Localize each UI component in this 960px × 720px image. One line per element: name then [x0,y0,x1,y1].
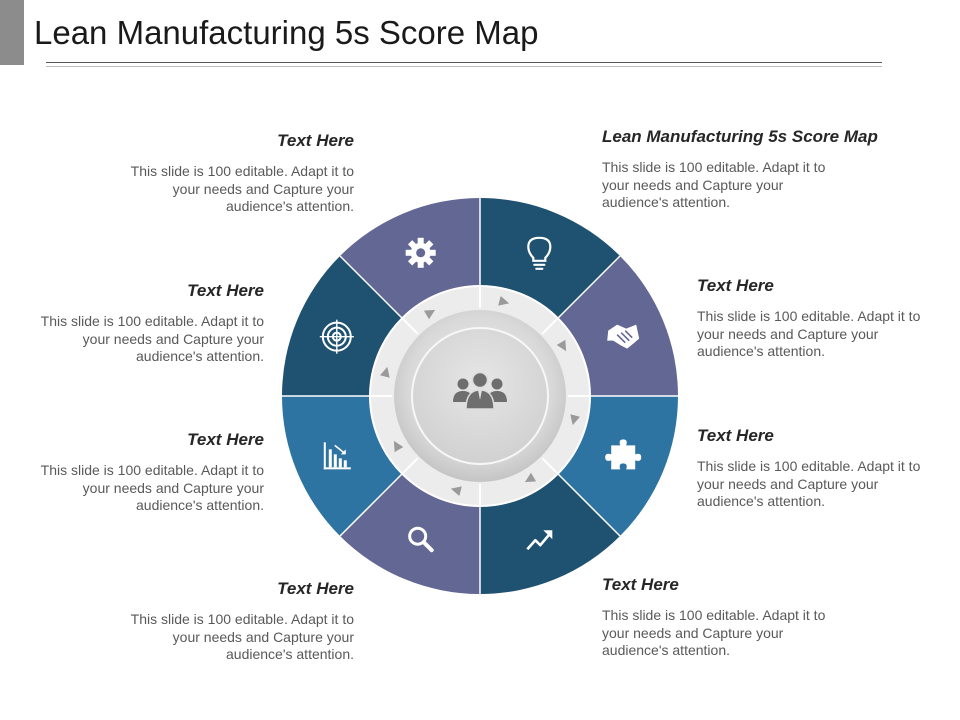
bar-chart-icon [323,442,351,470]
segment-divider [339,255,403,319]
segment-divider [339,473,403,537]
text-block-body: This slide is 100 editable. Adapt it to … [130,163,354,214]
text-block-body: This slide is 100 editable. Adapt it to … [40,462,264,513]
text-block-top-right: Lean Manufacturing 5s Score Map This sli… [602,127,878,212]
ring-spoke [541,317,559,335]
text-block-body: This slide is 100 editable. Adapt it to … [602,607,826,658]
team-icon [453,371,507,410]
text-block-body: This slide is 100 editable. Adapt it to … [602,159,826,210]
segment-icons [319,236,642,553]
ring-arrow [498,295,510,306]
wheel-segment [282,255,403,396]
ring-arrow [556,339,567,352]
inner-ring-spokes [370,286,590,506]
text-block-body: This slide is 100 editable. Adapt it to … [697,308,921,359]
ring-arrow [393,440,404,453]
gear-icon [405,237,436,268]
text-block-heading: Text Here [187,281,264,300]
ring-arrow [450,486,462,497]
ring-arrow [524,472,537,483]
ring-arrow [423,309,436,320]
segment-divider [557,255,621,319]
wheel-segment [339,198,480,319]
inner-ring-arrows [379,295,581,497]
segment-divider [557,473,621,537]
text-block-mid-left-2: Text Here This slide is 100 editable. Ad… [34,430,264,515]
magnifier-icon [408,526,434,553]
ring-arrow [570,414,581,426]
title-divider [46,62,882,63]
text-block-mid-left-1: Text Here This slide is 100 editable. Ad… [34,281,264,366]
text-block-body: This slide is 100 editable. Adapt it to … [130,611,354,662]
target-icon [319,319,354,354]
ring-spoke [401,457,419,475]
text-block-heading: Text Here [277,131,354,150]
text-block-heading: Text Here [697,276,774,295]
title-accent-bar [0,0,24,65]
text-block-bottom-right: Text Here This slide is 100 editable. Ad… [602,575,832,660]
ring-spoke [541,457,559,475]
puzzle-icon [605,439,642,470]
text-block-mid-right-1: Text Here This slide is 100 editable. Ad… [697,276,927,361]
ring-arrow [379,366,390,378]
text-block-body: This slide is 100 editable. Adapt it to … [40,313,264,364]
text-block-heading: Text Here [697,426,774,445]
segment-wheel [282,198,678,594]
wheel-segment [282,396,403,537]
text-block-heading: Lean Manufacturing 5s Score Map [602,127,878,146]
text-block-heading: Text Here [602,575,679,594]
handshake-icon [607,324,640,349]
title-divider-secondary [46,66,882,67]
text-block-body: This slide is 100 editable. Adapt it to … [697,458,921,509]
text-block-mid-right-2: Text Here This slide is 100 editable. Ad… [697,426,927,511]
text-block-heading: Text Here [277,579,354,598]
trend-arrow-icon [526,530,553,551]
divider-lines [282,198,678,594]
text-block-bottom-left: Text Here This slide is 100 editable. Ad… [124,579,354,664]
lightbulb-icon [527,236,552,270]
slide-title: Lean Manufacturing 5s Score Map [34,14,539,51]
text-block-top-left: Text Here This slide is 100 editable. Ad… [124,131,354,216]
wheel-segment [480,198,621,319]
ring-spoke [401,317,419,335]
text-block-heading: Text Here [187,430,264,449]
